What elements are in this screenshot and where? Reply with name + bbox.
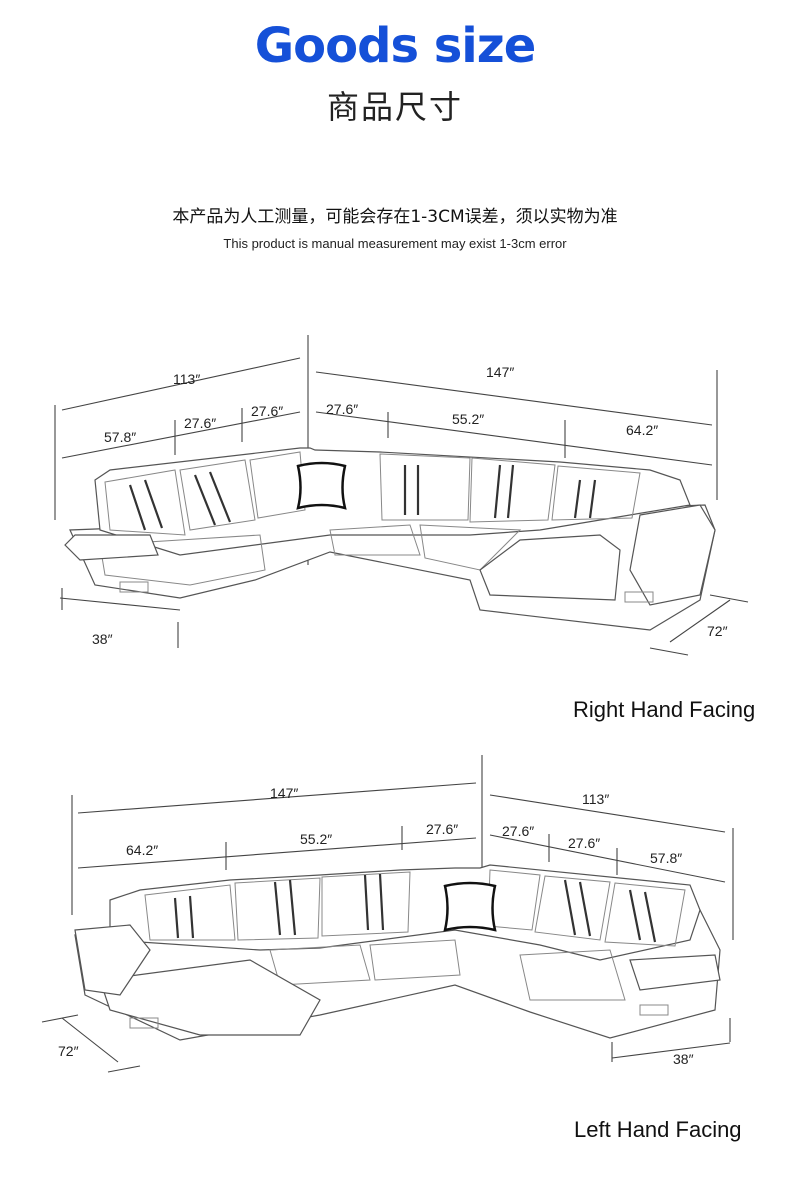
dim-left-a: 57.8″: [104, 429, 136, 445]
dim-right-b: 27.6″: [568, 835, 600, 851]
dim-left-total: 147″: [270, 785, 298, 801]
page-title: Goods size: [254, 18, 537, 74]
dim-left-a: 64.2″: [126, 842, 158, 858]
measurement-note-en: This product is manual measurement may e…: [223, 236, 567, 251]
dim-depth-right: 38″: [673, 1051, 694, 1067]
dim-right-c: 57.8″: [650, 850, 682, 866]
dim-left-b: 27.6″: [184, 415, 216, 431]
sofa-drawing: [64, 447, 716, 631]
dim-depth-left: 72″: [58, 1043, 79, 1059]
caption-left-hand-facing: Left Hand Facing: [574, 1117, 742, 1142]
caption-right-hand-facing: Right Hand Facing: [573, 697, 756, 722]
page-subtitle-cn: 商品尺寸: [326, 88, 463, 126]
left-hand-sofa-diagram: 147″ 64.2″ 55.2″ 27.6″ 113″ 27.6″ 27.6″ …: [41, 755, 734, 1073]
dim-right-total: 113″: [582, 791, 609, 807]
dim-right-a: 27.6″: [326, 401, 358, 417]
dim-left-c: 27.6″: [426, 821, 458, 837]
dimension-lines: [41, 755, 734, 1073]
dim-right-b: 55.2″: [452, 411, 484, 427]
dim-depth-right: 72″: [707, 623, 728, 639]
dim-right-c: 64.2″: [626, 422, 658, 438]
dim-right-a: 27.6″: [502, 823, 534, 839]
dim-right-total: 147″: [486, 364, 514, 380]
dimension-lines: [54, 335, 749, 656]
dim-left-b: 55.2″: [300, 831, 332, 847]
measurement-note-cn: 本产品为人工测量，可能会存在1-3CM误差，须以实物为准: [172, 207, 618, 227]
dim-left-total: 113″: [173, 371, 200, 387]
sofa-drawing: [74, 864, 721, 1041]
dim-left-c: 27.6″: [251, 403, 283, 419]
dim-depth-left: 38″: [92, 631, 113, 647]
right-hand-sofa-diagram: 113″ 57.8″ 27.6″ 27.6″ 147″ 27.6″ 55.2″ …: [54, 335, 749, 656]
